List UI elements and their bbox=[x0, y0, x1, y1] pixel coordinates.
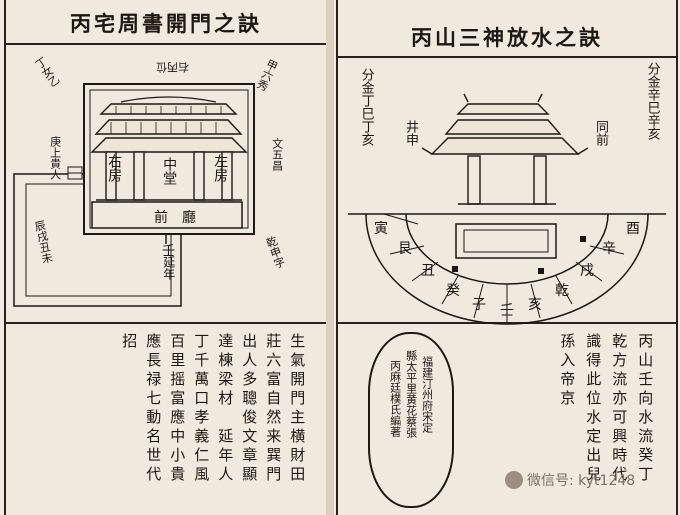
left-page-title: 丙宅周書開門之訣 bbox=[70, 11, 262, 36]
label-left-room: 右房 bbox=[106, 154, 123, 182]
left-page: 丙宅周書開門之訣 bbox=[4, 0, 328, 515]
book-spine bbox=[326, 0, 334, 515]
ring-label: 寅 bbox=[374, 221, 388, 237]
verse-column: 達棟梁材 延年人 bbox=[216, 333, 235, 485]
three-gods-water-diagram bbox=[348, 93, 666, 325]
verse-column: 孫入帝京 bbox=[558, 333, 577, 409]
label-direction: 壬 bbox=[162, 244, 176, 259]
corner-label-right: 分金辛巳辛亥 bbox=[644, 62, 660, 140]
ring-label: 丑 bbox=[421, 263, 435, 279]
verse-column: 百里摇富應中小貴 bbox=[168, 333, 187, 485]
ring-label: 艮 bbox=[398, 241, 412, 257]
ring-label: 子 bbox=[472, 297, 486, 313]
ring-label: 癸 bbox=[446, 283, 460, 299]
watermark: 微信号: kyt1248 bbox=[505, 470, 635, 490]
ring-label: 辛 bbox=[602, 241, 616, 257]
house-floorplan-diagram bbox=[13, 83, 255, 307]
verse-column: 乾方流亦可興時代 bbox=[610, 333, 629, 485]
ring-label: 壬 bbox=[500, 303, 514, 319]
right-page-title: 丙山三神放水之訣 bbox=[411, 25, 603, 50]
label-right-mid: 文五昌 bbox=[270, 138, 284, 171]
ring-label: 亥 bbox=[528, 297, 542, 313]
verse-column: 應長禄七動名世代 bbox=[144, 333, 163, 485]
verse-column: 招 bbox=[120, 333, 139, 352]
label-front-hall: 前廳 bbox=[154, 210, 210, 226]
title-divider bbox=[6, 43, 326, 45]
verse-column: 識得此位水定出兒 bbox=[584, 333, 603, 485]
seal-column: 縣太平里黄花蔡張 bbox=[404, 350, 418, 438]
label-left: 井申 bbox=[402, 120, 418, 146]
label-right-room: 左房 bbox=[212, 154, 229, 182]
title-divider bbox=[338, 56, 676, 58]
ring-label: 戌 bbox=[580, 263, 594, 279]
right-page: 丙山三神放水之訣 分金辛巳辛亥 分金丁巳丁亥 同前 井申 bbox=[336, 0, 678, 515]
watermark-text: 微信号: kyt1248 bbox=[527, 473, 636, 489]
label-center-hall: 中堂 bbox=[161, 157, 178, 185]
section-divider bbox=[6, 322, 326, 324]
label-right: 同前 bbox=[592, 120, 608, 146]
label-year: 延年 bbox=[161, 256, 176, 280]
seal-column: 丙麻廷樸氏編著 bbox=[388, 360, 402, 437]
verse-column: 丁千萬口孝義仁風 bbox=[192, 333, 211, 485]
verse-column: 生氣開門主横財田 bbox=[288, 333, 307, 485]
verse-column: 丙山壬向水流癸丁 bbox=[636, 333, 655, 485]
wechat-icon bbox=[505, 471, 523, 489]
author-seal: 福建汀州府宋定 縣太平里黄花蔡張 丙麻廷樸氏編著 bbox=[368, 332, 454, 508]
seal-column: 福建汀州府宋定 bbox=[420, 356, 434, 433]
ring-label: 乾 bbox=[555, 283, 569, 299]
label-left-mid: 庚上貴人 bbox=[48, 136, 62, 180]
corner-label-left: 分金丁巳丁亥 bbox=[358, 68, 374, 146]
verse-column: 莊六富自然来巽門 bbox=[264, 333, 283, 485]
ring-label: 酉 bbox=[626, 221, 640, 237]
verse-column: 出人多聰俊文章顯 bbox=[240, 333, 259, 485]
label-top-left-inner: 右丙位 bbox=[156, 60, 189, 74]
